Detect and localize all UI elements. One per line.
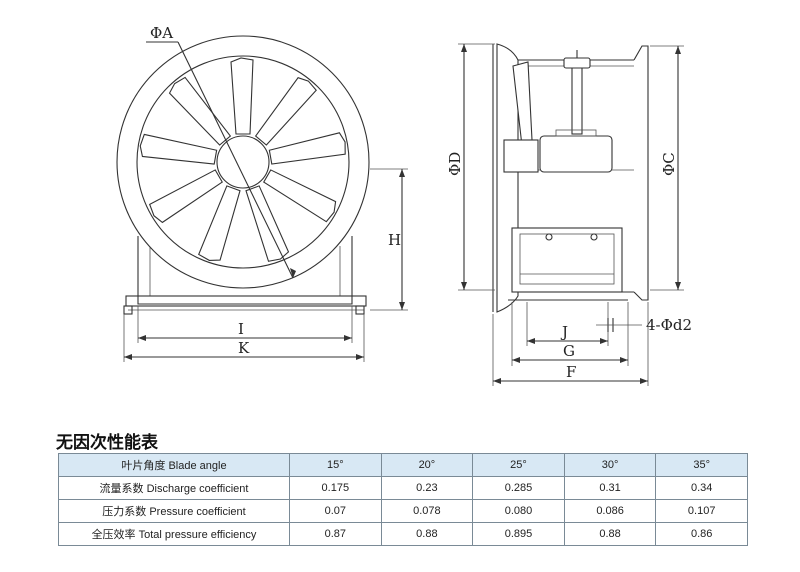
table-cell: 0.080 <box>472 499 565 523</box>
blade-side <box>512 61 533 147</box>
table-cell: 0.88 <box>380 522 474 546</box>
table-header-row: 叶片角度 Blade angle 15° 20° 25° 30° 35° <box>58 453 748 477</box>
phi-d-label: ΦD <box>446 152 464 176</box>
table-cell: 0.87 <box>289 522 382 546</box>
fan-technical-drawing: ΦA H I K <box>116 24 692 386</box>
blade <box>148 169 223 224</box>
table-cell: 0.285 <box>472 476 565 500</box>
i-label: I <box>238 320 244 338</box>
header-label: 叶片角度 Blade angle <box>58 453 290 477</box>
blade <box>245 185 290 262</box>
front-view: ΦA H I K <box>116 24 408 362</box>
inner-ring <box>136 55 350 269</box>
table-cell: 0.086 <box>563 499 657 523</box>
blade <box>263 169 337 223</box>
table-cell: 0.31 <box>563 476 657 500</box>
table-cell: 0.07 <box>289 499 382 523</box>
mounting-base <box>511 227 623 293</box>
junction-box-side <box>503 139 539 173</box>
header-angle-15: 15° <box>289 453 382 477</box>
k-label: K <box>238 339 250 357</box>
table-cell: 0.175 <box>289 476 382 500</box>
table-cell: 0.078 <box>380 499 474 523</box>
blade <box>268 132 346 165</box>
hub <box>216 135 270 189</box>
h-label: H <box>388 231 401 249</box>
blade <box>230 57 254 135</box>
blade <box>168 76 232 146</box>
header-angle-35: 35° <box>655 453 748 477</box>
row-label: 流量系数 Discharge coefficient <box>58 476 290 500</box>
shaft <box>571 63 583 135</box>
stand-frame <box>137 236 353 305</box>
row-label: 压力系数 Pressure coefficient <box>58 499 290 523</box>
outlet-flange <box>633 45 649 301</box>
table-cell: 0.23 <box>380 476 474 500</box>
j-label: J <box>560 323 568 341</box>
table-row: 全压效率 Total pressure efficiency 0.87 0.88… <box>58 522 748 546</box>
g-label: G <box>563 342 575 360</box>
inlet-flange <box>496 43 519 313</box>
f-label: F <box>566 363 576 381</box>
table-row: 流量系数 Discharge coefficient 0.175 0.23 0.… <box>58 476 748 500</box>
table-cell: 0.86 <box>655 522 748 546</box>
phi-a-line <box>177 41 294 279</box>
header-angle-30: 30° <box>563 453 657 477</box>
table-cell: 0.107 <box>655 499 748 523</box>
table-title: 无因次性能表 <box>56 433 158 453</box>
side-view: ΦD ΦC J 4-Φd2 G F <box>446 43 692 386</box>
table-cell: 0.895 <box>472 522 565 546</box>
blade <box>254 77 317 146</box>
table-cell: 0.34 <box>655 476 748 500</box>
header-angle-25: 25° <box>472 453 565 477</box>
row-label: 全压效率 Total pressure efficiency <box>58 522 290 546</box>
phi-a-label: ΦA <box>150 24 173 42</box>
performance-table: 叶片角度 Blade angle 15° 20° 25° 30° 35° 流量系… <box>58 453 748 546</box>
table-row: 压力系数 Pressure coefficient 0.07 0.078 0.0… <box>58 499 748 523</box>
table-cell: 0.88 <box>563 522 657 546</box>
base-plate <box>125 295 367 307</box>
motor <box>539 135 613 173</box>
blade <box>139 133 218 165</box>
blade <box>198 185 241 261</box>
phi-c-label: ΦC <box>660 152 678 176</box>
holes-label: 4-Φd2 <box>646 316 692 334</box>
header-angle-20: 20° <box>380 453 474 477</box>
fan-blades <box>139 57 346 262</box>
